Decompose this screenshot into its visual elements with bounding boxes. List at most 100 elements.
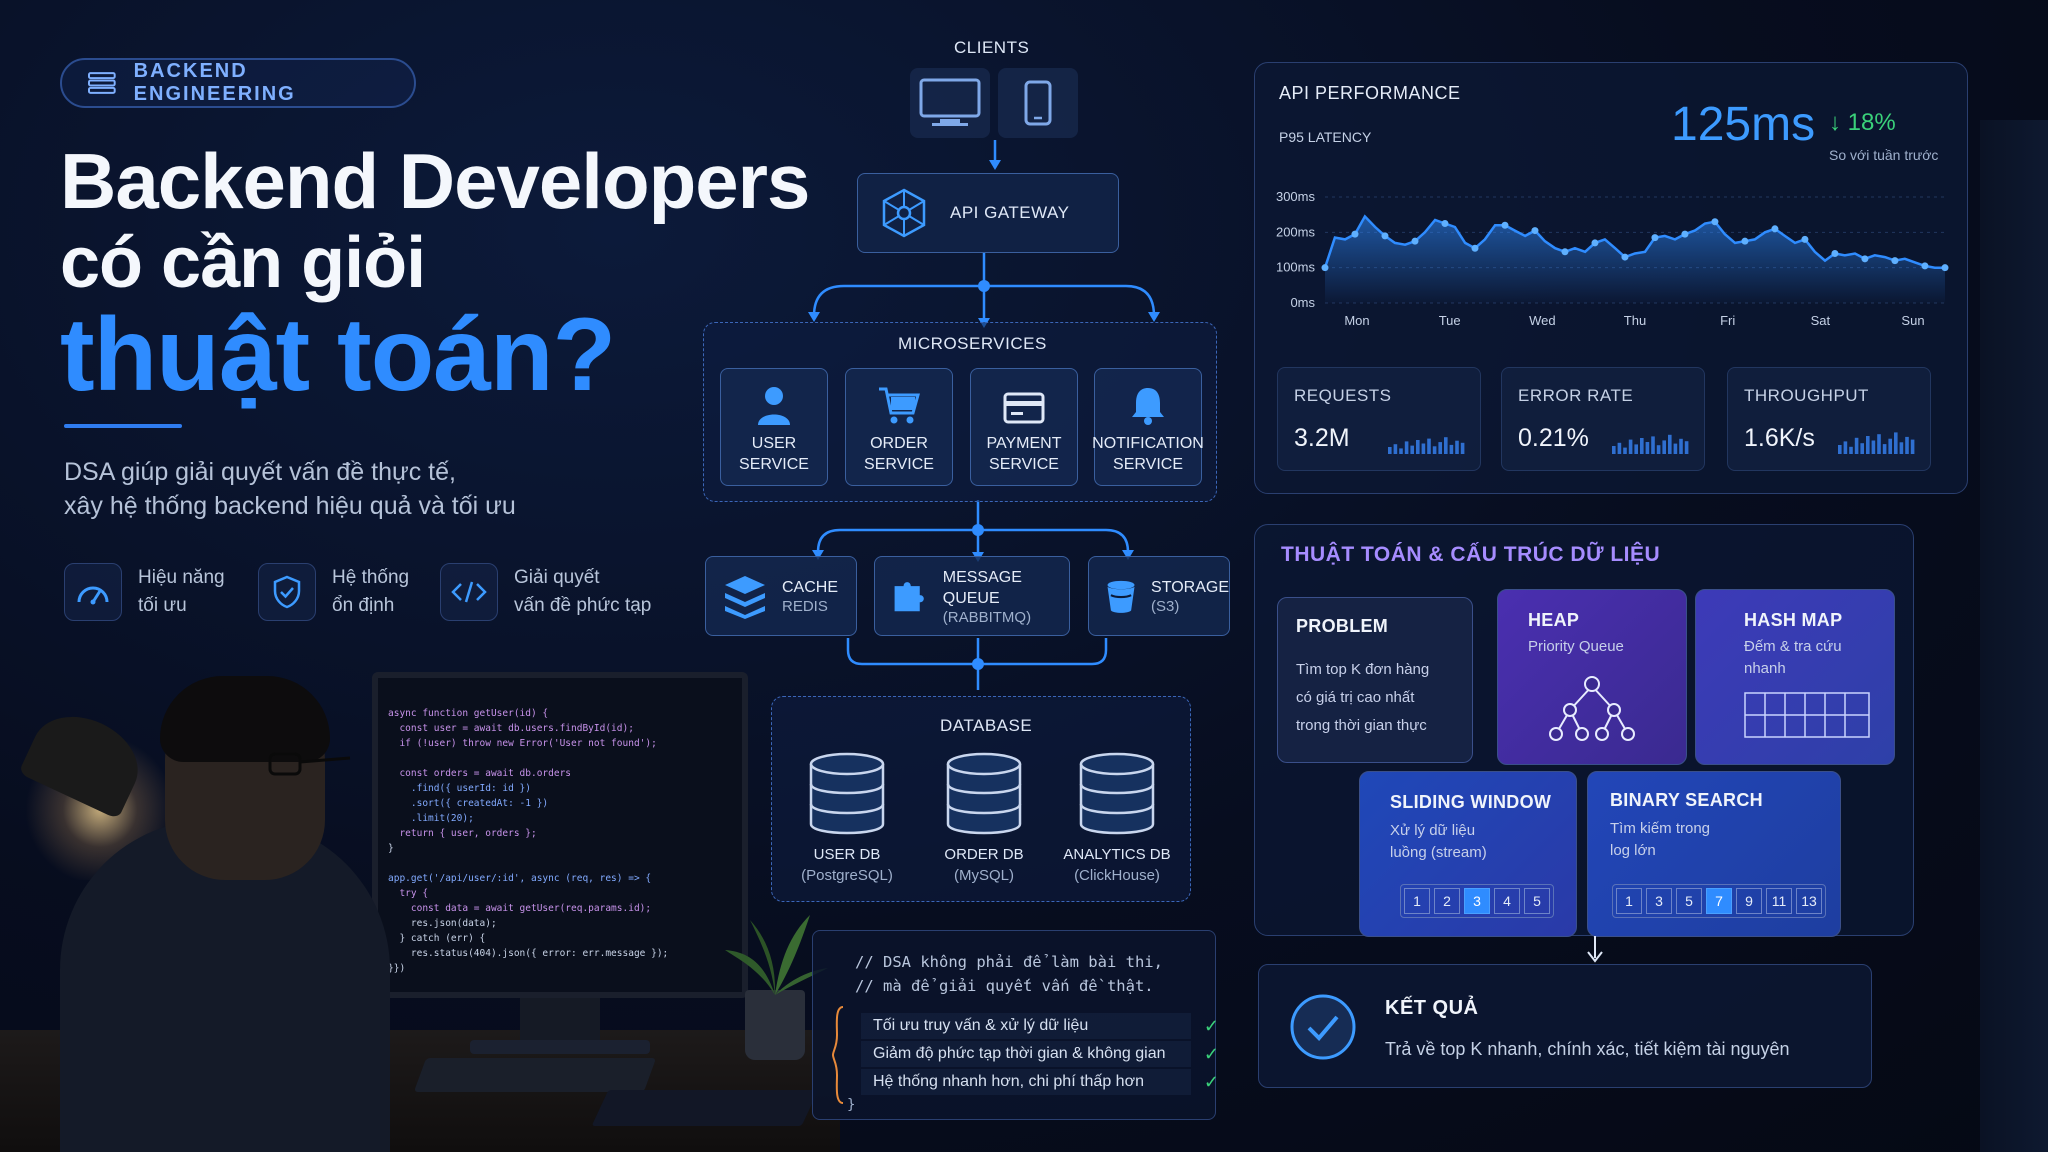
- metric-throughput: THROUGHPUT 1.6K/s: [1727, 367, 1931, 471]
- monitor-base: [470, 1040, 650, 1054]
- array-cell: 1: [1616, 888, 1642, 914]
- code-line: [388, 856, 732, 871]
- db-sub: (PostgreSQL): [801, 867, 893, 884]
- code-comment-2: // mà để giải quyết vấn đề thật.: [855, 977, 1154, 995]
- stack-icon: [725, 576, 765, 619]
- code-line: res.json(data);: [388, 918, 497, 929]
- sparkline-bar: [1612, 446, 1616, 454]
- server-rack: [1980, 120, 2048, 1152]
- subtitle-line-1: DSA giúp giải quyết vấn đề thực tế,: [64, 458, 456, 486]
- brace-icon: [831, 1006, 844, 1104]
- microservices-label: MICROSERVICES: [898, 334, 1047, 353]
- latency-delta-note: So với tuần trước: [1829, 147, 1939, 163]
- check-circle-icon: [1290, 994, 1356, 1060]
- title-underline: [64, 424, 182, 428]
- metric-error-rate: ERROR RATE 0.21%: [1501, 367, 1705, 471]
- data-point: [1651, 234, 1659, 242]
- sparkline-bar: [1628, 439, 1633, 454]
- service-line-1: USER: [751, 435, 797, 452]
- category-badge: BACKEND ENGINEERING: [60, 58, 416, 108]
- service-line-2: SERVICE: [1113, 456, 1183, 473]
- clients-label: CLIENTS: [954, 38, 1030, 57]
- code-line: .find({ userId: id }): [388, 783, 531, 794]
- data-point: [1351, 230, 1359, 238]
- monitor-stand: [520, 998, 600, 1046]
- database-icon: [946, 752, 1022, 835]
- code-line: } catch (err) {: [388, 933, 486, 944]
- service-line-2: SERVICE: [864, 456, 934, 473]
- benefit-text: Hệ thống nhanh hơn, chi phí thấp hơn: [873, 1073, 1144, 1090]
- speedometer-icon: [64, 563, 122, 621]
- database-icon: [1079, 752, 1155, 835]
- data-point: [1441, 220, 1449, 227]
- infra-title: MESSAGE QUEUE: [942, 568, 1022, 607]
- sparkline-bar: [1860, 443, 1864, 454]
- sparkline-bar: [1905, 436, 1909, 454]
- data-point: [1381, 232, 1389, 240]
- infra-title: CACHE: [782, 579, 839, 596]
- binary-sub-2: log lớn: [1610, 842, 1656, 859]
- metric-value: 1.6K/s: [1744, 424, 1815, 452]
- latency-delta: ↓ 18%: [1829, 109, 1896, 136]
- result-text: Trả về top K nhanh, chính xác, tiết kiệm…: [1385, 1039, 1790, 1059]
- code-line: [388, 751, 732, 766]
- data-point: [1921, 262, 1929, 270]
- dsa-panel: THUẬT TOÁN & CẤU TRÚC DỮ LIỆU PROBLEM Tì…: [1254, 524, 1914, 937]
- code-line: return { user, orders };: [388, 828, 537, 839]
- api-performance-panel: API PERFORMANCE P95 LATENCY 125ms ↓ 18% …: [1254, 62, 1968, 494]
- db-sub: (MySQL): [954, 867, 1014, 884]
- monitor: async function getUser(id) { const user …: [372, 672, 748, 998]
- user-icon: [758, 387, 790, 425]
- service-line-1: ORDER: [870, 435, 928, 452]
- code-line: async function getUser(id) {: [388, 708, 549, 719]
- feature-line-2: ổn định: [332, 595, 395, 616]
- latency-area: [1325, 216, 1945, 303]
- performance-subtitle: P95 LATENCY: [1279, 129, 1372, 145]
- benefit-item: Hệ thống nhanh hơn, chi phí thấp hơn✓: [861, 1069, 1219, 1095]
- array-cell: 4: [1494, 888, 1520, 914]
- data-point: [1501, 221, 1509, 229]
- sparkline-bar: [1849, 446, 1853, 454]
- code-line: }}): [388, 963, 406, 974]
- sparkline-bar: [1679, 438, 1683, 454]
- monitor-code: async function getUser(id) { const user …: [388, 706, 732, 982]
- array-cell: 13: [1796, 888, 1822, 914]
- sparkline-bar: [1684, 441, 1689, 454]
- sparkline-bar: [1651, 436, 1655, 454]
- x-tick-label: Sun: [1901, 313, 1924, 328]
- data-point: [1471, 244, 1479, 252]
- y-tick-label: 300ms: [1276, 189, 1316, 204]
- data-point: [1771, 225, 1779, 233]
- x-tick-label: Tue: [1439, 313, 1461, 328]
- data-point: [1891, 257, 1899, 265]
- data-point: [1741, 237, 1749, 245]
- feature-line-1: Hiệu năng: [138, 567, 225, 588]
- sparkline-bar: [1668, 434, 1672, 454]
- keyboard: [413, 1058, 657, 1092]
- check-icon: ✓: [1203, 1015, 1219, 1036]
- array-cell: 9: [1736, 888, 1762, 914]
- sparkline-icon: [1838, 432, 1915, 454]
- service-line-2: SERVICE: [989, 456, 1059, 473]
- benefit-item: Tối ưu truy vấn & xử lý dữ liệu ✓: [861, 1013, 1219, 1039]
- data-point: [1561, 248, 1569, 256]
- problem-line: trong thời gian thực: [1296, 717, 1427, 734]
- sparkline-bar: [1843, 441, 1848, 454]
- array-cell: 11: [1766, 888, 1792, 914]
- sparkline-bar: [1910, 439, 1915, 454]
- service-order: ORDER SERVICE: [845, 368, 953, 486]
- x-tick-label: Fri: [1720, 313, 1735, 328]
- sparkline-bar: [1662, 440, 1666, 454]
- plant-pot: [745, 990, 805, 1060]
- dsa-title: THUẬT TOÁN & CẤU TRÚC DỮ LIỆU: [1281, 543, 1661, 566]
- benefit-text: Tối ưu truy vấn & xử lý dữ liệu: [873, 1017, 1089, 1034]
- code-comment-1: // DSA không phải để làm bài thi,: [855, 953, 1163, 971]
- server-stack-icon: [88, 72, 116, 94]
- data-point: [1861, 255, 1869, 263]
- sparkline-bar: [1854, 437, 1859, 454]
